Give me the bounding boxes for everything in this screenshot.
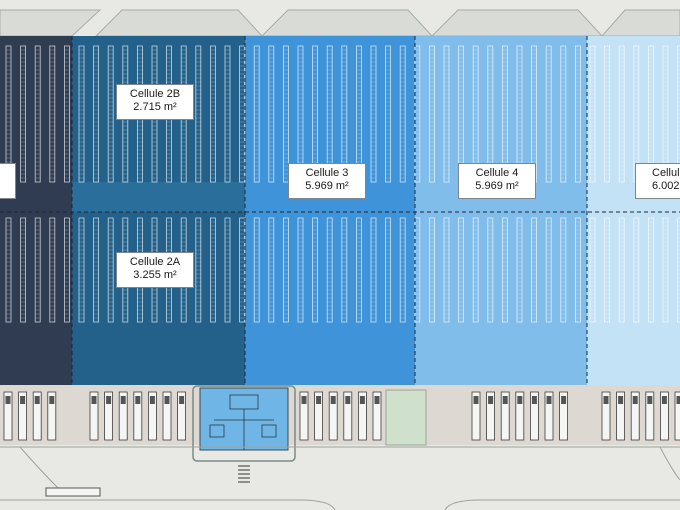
cellule-3-label: Cellule 3 5.969 m² — [288, 163, 366, 199]
dock-door — [162, 391, 172, 441]
cellule-2a-name: Cellule 2A — [129, 256, 181, 268]
truck — [45, 487, 101, 497]
cellule-3-zone — [245, 36, 415, 385]
truck-cab — [49, 396, 55, 404]
truck-cab — [502, 396, 508, 404]
cellule-2b-name: Cellule 2B — [129, 88, 181, 100]
dock-door — [559, 391, 568, 441]
truck-cab — [301, 396, 307, 404]
cellule-3-area: 5.969 m² — [305, 180, 349, 192]
cellule-2a-area: 3.255 m² — [133, 269, 177, 281]
truck-cab — [561, 396, 567, 404]
truck-cab — [5, 396, 11, 404]
cellule-2b-area: 2.715 m² — [133, 101, 177, 113]
dock-door — [133, 391, 143, 441]
truck-cab — [531, 396, 537, 404]
dock-door — [299, 391, 309, 441]
dock-door — [357, 391, 367, 441]
green-strip — [385, 389, 427, 446]
stairs — [238, 465, 250, 483]
dock-door — [104, 391, 113, 441]
cellule-5-name: Cellul — [652, 167, 680, 179]
cellule-3-name: Cellule 3 — [305, 167, 349, 179]
dock-door — [601, 391, 611, 441]
dock-door — [3, 391, 13, 441]
cellule-4-name: Cellule 4 — [475, 167, 519, 179]
loading-yard — [0, 385, 680, 445]
truck-cab — [135, 396, 141, 404]
dock-door — [118, 391, 128, 441]
truck-cab — [632, 396, 638, 404]
truck-cab — [473, 396, 479, 404]
truck-cab — [20, 396, 26, 404]
dock-door — [530, 391, 539, 441]
cellule-4-area: 5.969 m² — [475, 180, 519, 192]
cellule-1-label — [0, 163, 16, 199]
truck-cab — [618, 396, 624, 404]
truck-cab — [359, 396, 365, 404]
dock-door — [147, 391, 157, 441]
truck-cab — [647, 396, 653, 404]
truck-cab — [91, 396, 97, 404]
truck-cab — [120, 396, 126, 404]
roof-outline — [0, 9, 680, 37]
dock-door — [471, 391, 481, 441]
dock-door — [32, 391, 42, 441]
dock-door — [544, 391, 554, 441]
dock-door — [314, 391, 324, 441]
dock-door — [630, 391, 640, 441]
truck-cab — [546, 396, 552, 404]
office-outline — [192, 385, 296, 462]
cell-zones — [0, 36, 680, 385]
loading-docks — [3, 391, 680, 441]
dock-door — [616, 391, 625, 441]
dock-door — [47, 391, 57, 441]
cell-walls — [0, 36, 680, 385]
dock-door — [660, 391, 669, 441]
truck-cab — [345, 396, 351, 404]
dock-door — [18, 391, 28, 441]
truck-cab — [676, 396, 680, 404]
racking-rows — [5, 45, 680, 323]
cellule-5-label: Cellul 6.002 — [635, 163, 680, 199]
dock-door — [177, 391, 187, 441]
cellule-2-aisle — [72, 182, 245, 212]
truck-cab — [488, 396, 494, 404]
dock-door — [328, 391, 338, 441]
cellule-2a-zone — [72, 212, 245, 385]
dock-door — [515, 391, 525, 441]
cellule-5-area: 6.002 — [652, 180, 680, 192]
dock-door — [674, 391, 680, 441]
truck-cab — [661, 396, 667, 404]
office-interior — [209, 394, 277, 450]
site-roads — [0, 446, 680, 510]
cellule-2a-label: Cellule 2A 3.255 m² — [116, 252, 194, 288]
cellule-4-label: Cellule 4 5.969 m² — [458, 163, 536, 199]
cellule-2b-label: Cellule 2B 2.715 m² — [116, 84, 194, 120]
truck-cab — [316, 396, 322, 404]
dock-door — [500, 391, 510, 441]
truck-cab — [34, 396, 40, 404]
dock-door — [89, 391, 99, 441]
truck-cab — [517, 396, 523, 404]
truck-cab — [374, 396, 380, 404]
truck-cab — [603, 396, 609, 404]
dock-door — [343, 391, 353, 441]
truck-cab — [106, 396, 112, 404]
cellule-4-zone — [415, 36, 587, 385]
dock-door — [372, 391, 382, 441]
truck-cab — [164, 396, 170, 404]
truck-cab — [330, 396, 336, 404]
truck-cab — [179, 396, 185, 404]
dock-door — [645, 391, 655, 441]
dock-door — [486, 391, 496, 441]
truck-cab — [149, 396, 155, 404]
